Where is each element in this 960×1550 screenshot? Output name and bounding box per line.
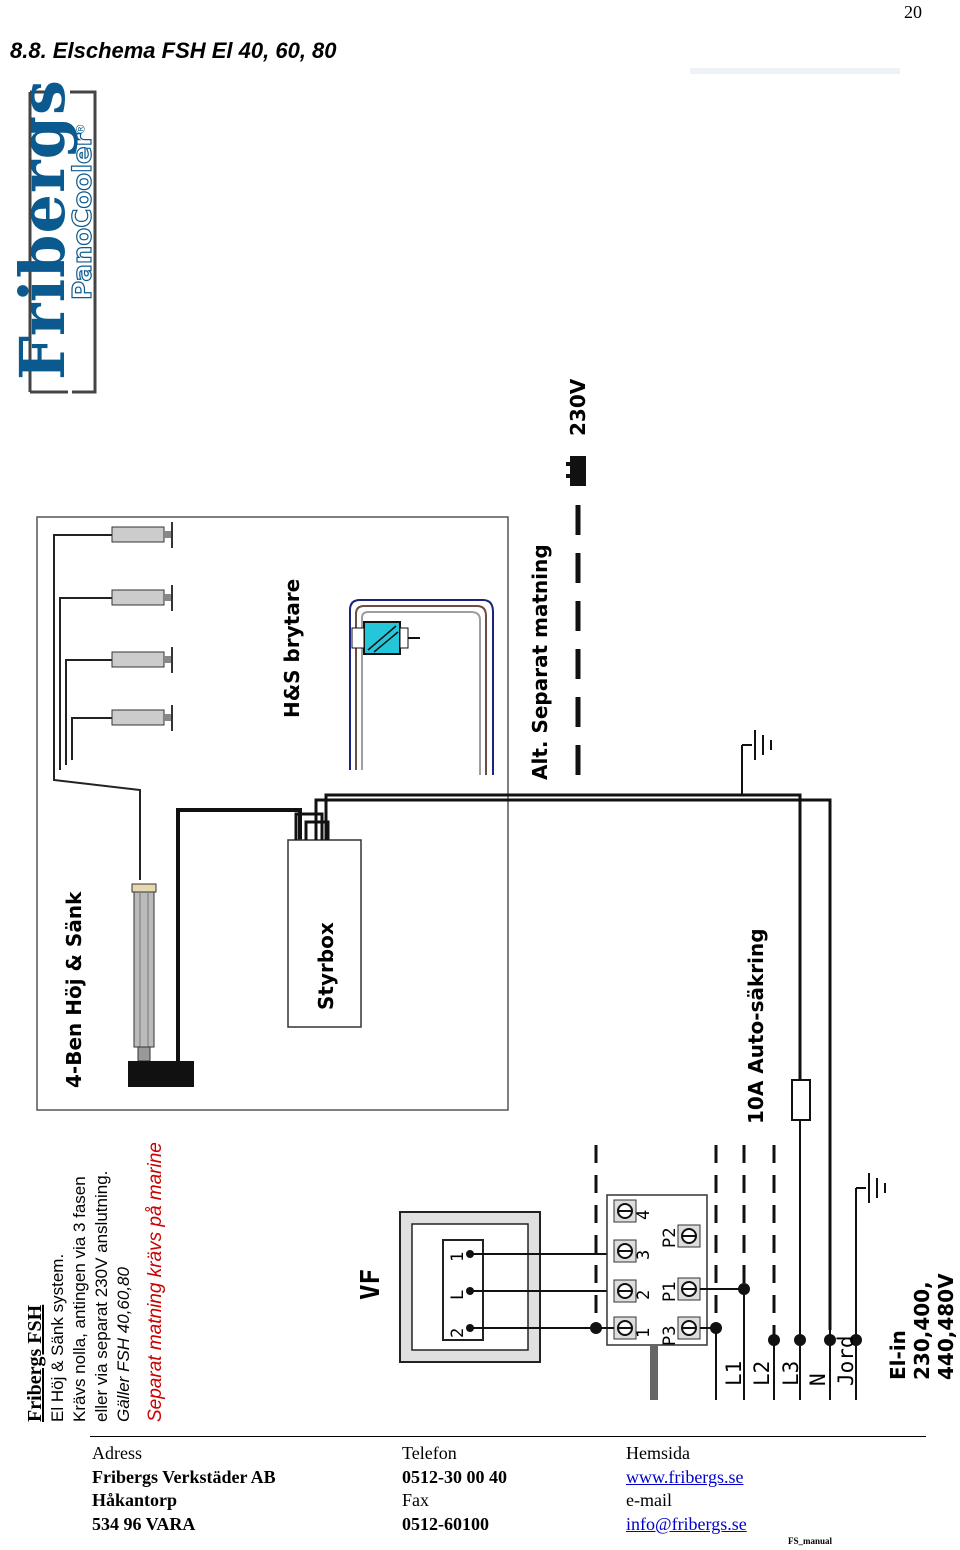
label-el-in: El-in 230,400, 440,480V bbox=[886, 1273, 958, 1380]
vf-pin-label: 2 bbox=[448, 1327, 468, 1338]
label-hs-switch: H&S brytare bbox=[280, 578, 304, 718]
styrbox-leads bbox=[294, 793, 832, 1330]
footer-city: 534 96 VARA bbox=[92, 1513, 196, 1534]
actuator-2 bbox=[111, 585, 173, 611]
bus-label-l1: L1 bbox=[722, 1360, 746, 1386]
doc-code: FS_manual bbox=[787, 1536, 832, 1546]
logo-product: PanoCooler bbox=[67, 133, 98, 301]
info-line: El Höj & Sänk system. bbox=[48, 1253, 67, 1422]
info-block: Fribergs FSH El Höj & Sänk system. Krävs… bbox=[24, 1122, 167, 1422]
terminal-number: 3 bbox=[634, 1249, 654, 1260]
footer-rule bbox=[90, 1436, 926, 1437]
junction-dots bbox=[590, 1283, 862, 1346]
terminal-screw bbox=[613, 1239, 637, 1263]
el-in-line: 230,400, bbox=[910, 1281, 934, 1380]
terminal-p-label: P3 bbox=[660, 1325, 680, 1346]
label-four-leg: 4-Ben Höj & Sänk bbox=[62, 891, 86, 1088]
terminal-screw bbox=[613, 1316, 637, 1340]
lift-column bbox=[128, 883, 194, 1087]
actuator-cylinders bbox=[111, 522, 173, 731]
terminal-p-label: P2 bbox=[660, 1227, 680, 1248]
page-number: 20 bbox=[904, 2, 922, 22]
website-link[interactable]: www.fribergs.se bbox=[626, 1466, 744, 1487]
terminal-screw bbox=[613, 1279, 637, 1303]
footer-email-label: e-mail bbox=[626, 1490, 672, 1510]
footer-company: Fribergs Verkstäder AB bbox=[92, 1466, 276, 1487]
bus-label-l2: L2 bbox=[750, 1360, 774, 1386]
info-line: eller via separat 230V anslutning. bbox=[92, 1170, 111, 1422]
footer-fax-label: Fax bbox=[402, 1490, 429, 1510]
footer-phone-header: Telefon bbox=[402, 1443, 457, 1463]
el-in-line: 440,480V bbox=[934, 1273, 958, 1380]
breaker-fuse bbox=[791, 1079, 811, 1121]
logo-frame bbox=[28, 90, 97, 394]
switch-wiring bbox=[349, 599, 494, 775]
dashed-leads bbox=[594, 1145, 776, 1340]
terminal-number: 4 bbox=[634, 1209, 654, 1220]
vf-pin-label: 1 bbox=[448, 1251, 468, 1262]
motor-cable bbox=[176, 808, 302, 1061]
supply-bus bbox=[700, 1288, 857, 1400]
label-vf: VF bbox=[356, 1268, 386, 1300]
info-line: Krävs nolla, antingen via 3 fasen bbox=[70, 1176, 89, 1422]
terminal-number: 2 bbox=[634, 1289, 654, 1300]
footer-address: Adress Fribergs Verkstäder AB Håkantorp … bbox=[92, 1442, 276, 1536]
section-title: 8.8. Elschema FSH El 40, 60, 80 bbox=[10, 38, 337, 63]
terminal-number: 1 bbox=[634, 1327, 654, 1338]
actuator-4 bbox=[111, 705, 173, 731]
scan-artifact bbox=[690, 68, 900, 74]
plug-icon bbox=[566, 456, 586, 486]
terminal-screw bbox=[677, 1277, 701, 1301]
actuator-1 bbox=[111, 522, 173, 548]
marine-note: Separat matning krävs på marine bbox=[145, 1142, 166, 1422]
footer-phone: Telefon 0512-30 00 40 Fax 0512-60100 bbox=[402, 1442, 507, 1536]
ground-icon bbox=[741, 730, 772, 795]
registered-mark: ® bbox=[73, 124, 88, 134]
footer-fax-number: 0512-60100 bbox=[402, 1513, 489, 1534]
info-title: Fribergs FSH bbox=[24, 1304, 46, 1422]
footer-web-header: Hemsida bbox=[626, 1443, 690, 1463]
ground-icon bbox=[855, 1173, 886, 1340]
terminal-screw bbox=[613, 1199, 637, 1223]
vf-pin-label: L bbox=[448, 1289, 468, 1300]
enclosure-box bbox=[36, 516, 509, 1111]
terminal-block bbox=[606, 1194, 708, 1346]
footer-web: Hemsida www.fribergs.se e-mail info@frib… bbox=[626, 1442, 747, 1536]
label-styrbox: Styrbox bbox=[314, 922, 338, 1010]
footer-street: Håkantorp bbox=[92, 1490, 178, 1510]
label-alt-feed: Alt. Separat matning bbox=[528, 544, 552, 780]
bus-label-l3: L3 bbox=[779, 1360, 803, 1386]
terminal-screw bbox=[677, 1224, 701, 1248]
logo-product-mark: PanoCooler® bbox=[67, 120, 98, 301]
footer-phone-number: 0512-30 00 40 bbox=[402, 1466, 507, 1487]
email-link[interactable]: info@fribergs.se bbox=[626, 1513, 747, 1534]
terminal-p-label: P1 bbox=[660, 1281, 680, 1302]
hs-switch bbox=[351, 621, 420, 655]
label-breaker: 10A Auto-säkring bbox=[744, 928, 768, 1124]
actuator-3 bbox=[111, 647, 173, 673]
el-in-line: El-in bbox=[886, 1330, 910, 1380]
bus-label-n: N bbox=[806, 1373, 830, 1386]
bus-label-jord: Jord bbox=[834, 1335, 858, 1386]
label-voltage: 230V bbox=[566, 378, 590, 436]
wiring-diagram bbox=[28, 90, 886, 1400]
terminal-screw bbox=[677, 1316, 701, 1340]
terminal-cable bbox=[650, 1345, 658, 1400]
vf-device bbox=[399, 1211, 541, 1363]
styrbox-box bbox=[287, 839, 362, 1028]
info-line: Gäller FSH 40,60,80 bbox=[114, 1267, 133, 1422]
footer-address-header: Adress bbox=[92, 1443, 142, 1463]
